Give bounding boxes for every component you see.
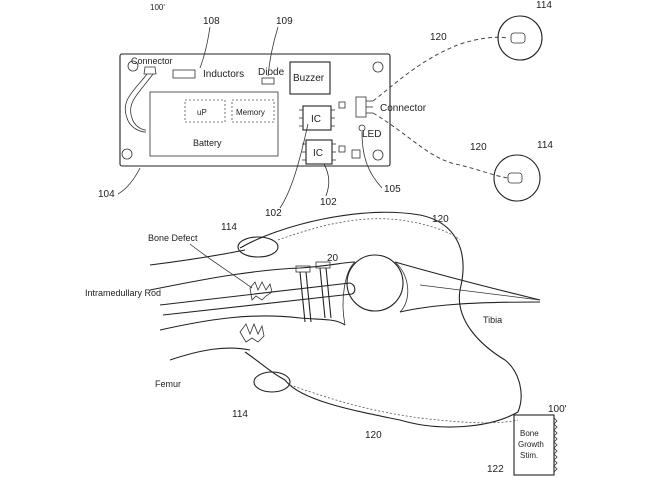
battery-label: Battery xyxy=(193,138,222,148)
stimulator-ref: 100' xyxy=(548,404,567,415)
connector-left xyxy=(144,67,156,74)
electrode-pad-bottom xyxy=(494,155,540,201)
screws-ref: 20 xyxy=(327,253,339,264)
stimulator-label-line1: Bone xyxy=(520,429,539,438)
fixation-screws xyxy=(296,262,331,322)
femur-label: Femur xyxy=(155,379,181,389)
thigh-upper-edge xyxy=(150,250,245,265)
led-label: LED xyxy=(362,129,381,140)
microprocessor-label: uP xyxy=(197,108,207,117)
lead-top-ref: 120 xyxy=(430,32,447,43)
ic-2-ref: 102 xyxy=(320,197,337,208)
top-device: 100' Connector Inductors 108 Diode Buzze… xyxy=(98,0,553,219)
memory-label: Memory xyxy=(236,108,265,117)
diode-label: Diode xyxy=(258,67,285,78)
electrode-snap-bottom xyxy=(508,173,522,183)
mount-hole-bottom-left xyxy=(122,149,132,159)
buzzer-label: Buzzer xyxy=(293,73,325,84)
inductors-ref: 108 xyxy=(203,16,220,27)
inductor-part xyxy=(173,70,195,78)
buzzer-ref: 109 xyxy=(276,16,293,27)
intramedullary-rod-tip xyxy=(350,283,355,294)
electrode-pad-upper xyxy=(238,237,278,257)
connector-left-label: Connector xyxy=(131,56,173,66)
electrode-pad-lower xyxy=(254,372,290,392)
board-leader xyxy=(118,168,140,194)
connector-wire xyxy=(125,74,147,132)
electrode-upper-ref: 114 xyxy=(221,222,237,233)
mount-hole-bottom-right xyxy=(373,150,383,160)
lead-wire-top xyxy=(373,37,508,101)
connector-right xyxy=(356,97,366,117)
ic-1-ref: 102 xyxy=(265,208,282,219)
smd-part-1 xyxy=(339,102,345,108)
lead-lower xyxy=(290,385,518,423)
lead-upper-ref: 120 xyxy=(432,214,449,225)
board-ref: 104 xyxy=(98,189,115,200)
fibula-line xyxy=(420,285,540,300)
thigh-lower-edge xyxy=(245,352,285,380)
lead-lower-ref: 120 xyxy=(365,430,382,441)
stimulator-box-ref: 122 xyxy=(487,464,504,475)
tibia-plateau xyxy=(395,262,408,312)
tibia-label: Tibia xyxy=(483,315,502,325)
bone-defect-1 xyxy=(250,282,272,300)
ic-chip-1-label: IC xyxy=(311,114,321,125)
electrode-bottom-ref: 114 xyxy=(537,140,553,151)
connector-right-label: Connector xyxy=(380,103,427,114)
inductors-label: Inductors xyxy=(203,69,244,80)
bone-defect-2 xyxy=(240,324,264,342)
device-ref-label: 100' xyxy=(150,3,165,12)
bottom-figure: 20 Bone Growth Stim. Bone Defect Intrame… xyxy=(85,212,567,475)
lead-wire-bottom xyxy=(373,113,508,178)
ic-2-leader xyxy=(324,164,329,196)
lead-bottom-ref: 120 xyxy=(470,142,487,153)
intramedullary-rod-label: Intramedullary Rod xyxy=(85,288,161,298)
stimulator-label-line3: Stim. xyxy=(520,451,538,460)
ic-chip-2-label: IC xyxy=(313,148,323,159)
tibia-lower-edge xyxy=(400,302,540,312)
smd-part-2 xyxy=(339,146,345,152)
thigh-lower-inner xyxy=(170,348,250,360)
electrode-snap-top xyxy=(511,33,525,43)
electrode-lower-ref: 114 xyxy=(232,409,248,420)
inductors-leader xyxy=(200,27,210,68)
electrode-top-ref: 114 xyxy=(536,0,552,11)
knee-outline xyxy=(240,212,521,427)
tibia-upper-edge xyxy=(395,262,540,300)
smd-part-3 xyxy=(352,150,360,158)
mount-hole-top-right xyxy=(373,62,383,72)
knee-joint xyxy=(347,255,403,311)
led-ref: 105 xyxy=(384,184,401,195)
bone-defect-label: Bone Defect xyxy=(148,233,198,243)
diode-part xyxy=(262,78,274,84)
stimulator-label-line2: Growth xyxy=(518,440,544,449)
